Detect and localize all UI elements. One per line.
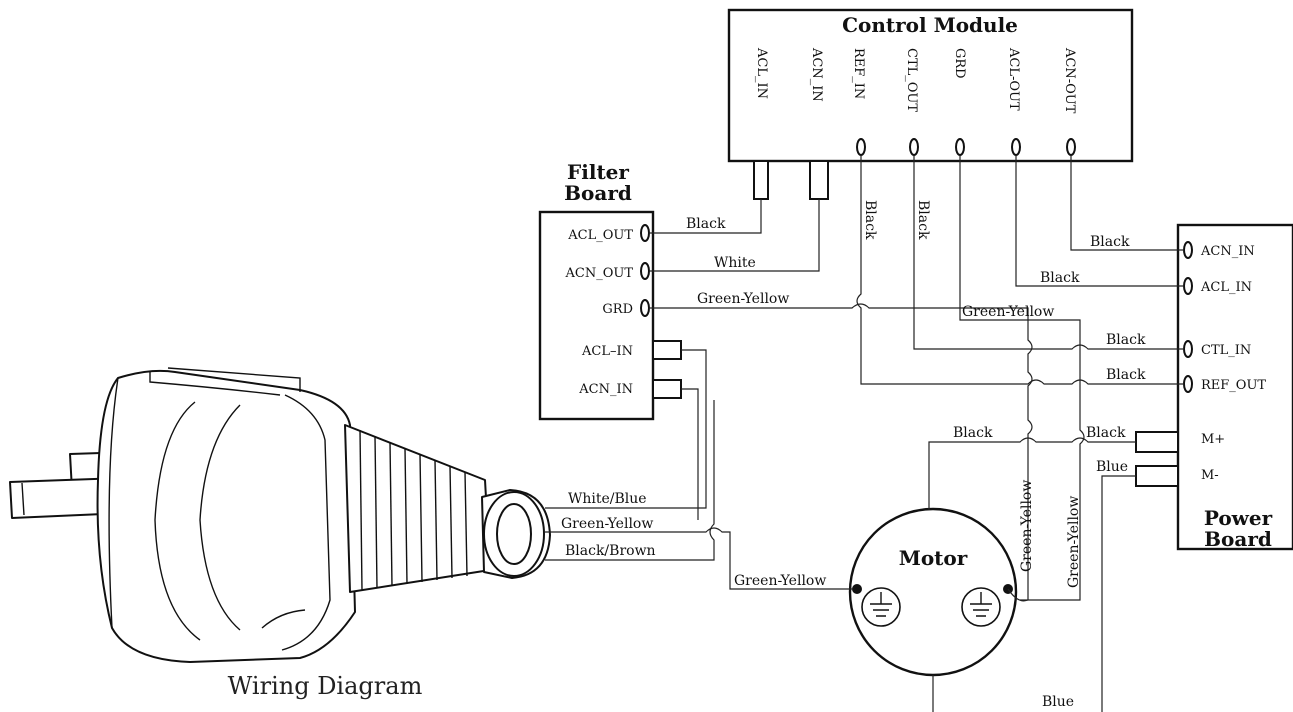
control-module-title: Control Module [842,13,1018,37]
label-grd-green-yellow: Green-Yellow [962,304,1054,320]
cm-pin-grd: GRD [952,48,967,79]
motor: Motor [848,507,1018,677]
pb-pin-m-plus: M+ [1201,432,1225,447]
fb-connector-acn-in [652,379,682,399]
label-mplus-black: Black [1086,425,1126,441]
diagram-caption: Wiring Diagram [228,672,423,700]
power-board-title-line2: Board [1204,527,1272,551]
filter-board-title-line1: Filter [567,160,629,184]
fb-connector-acl-in [652,340,682,360]
pb-pin-acl-in: ACL_IN [1200,280,1252,295]
cm-pin-acn-in: ACN_IN [809,47,824,102]
pb-connector-m-plus [1135,431,1179,453]
filter-board: Filter Board ACL_OUT ACN_OUT GRD ACL–IN … [538,160,682,421]
pb-pin-ctl-in: CTL_IN [1201,343,1251,358]
label-vertical-green-yellow-2: Green-Yellow [1066,496,1082,588]
pb-connector-m-minus [1135,465,1179,487]
fb-pin-acn-in: ACN_IN [578,382,633,397]
pb-pin-m-minus: M- [1201,468,1219,483]
fb-terminal-grd [640,299,650,317]
pb-pin-acn-in: ACN_IN [1200,244,1255,259]
cm-pin-acn-out: ACN-OUT [1062,47,1077,114]
label-ref-black: Black [862,200,878,240]
motor-title: Motor [899,546,968,570]
ground-icon [861,587,901,627]
label-filter-acl-black: Black [686,216,726,232]
fb-pin-grd: GRD [602,302,633,317]
label-acl-black: Black [1040,270,1080,286]
label-ref-out-black: Black [1106,367,1146,383]
label-filter-grd: Green-Yellow [697,291,789,307]
plug-icon [9,367,551,663]
cm-terminal-ref-in [856,138,866,156]
cm-pin-ctl-out: CTL_OUT [904,48,919,112]
fb-pin-acl-in: ACL–IN [581,344,633,359]
wires [545,155,1184,712]
motor-terminal-left [852,584,862,594]
fb-pin-acn-out: ACN_OUT [565,266,634,281]
cm-connector-acn-in [809,160,829,200]
label-motor-black: Black [953,425,993,441]
cm-connector-acl-in [753,160,769,200]
label-bottom-blue: Blue [1042,694,1074,710]
wire-labels: Black White Green-Yellow Black Black Bla… [561,200,1146,710]
fb-terminal-acl-out [640,224,650,242]
label-motor-green-yellow: Green-Yellow [734,573,826,589]
fb-terminal-acn-out [640,262,650,280]
label-filter-acn-white: White [714,255,756,271]
label-ctl-black: Black [915,200,931,240]
cm-terminal-acn-out [1066,138,1076,156]
cm-terminal-ctl-out [909,138,919,156]
fb-pin-acl-out: ACL_OUT [567,228,633,243]
label-acn-black: Black [1090,234,1130,250]
ground-icon [961,587,1001,627]
control-module: Control Module ACL_IN ACN_IN REF_IN CTL_… [727,8,1134,200]
label-plug-white-blue: White/Blue [568,491,647,507]
label-vertical-green-yellow-1: Green-Yellow [1019,480,1035,572]
cm-pin-acl-out: ACL-OUT [1006,47,1021,111]
label-plug-black-brown: Black/Brown [565,543,656,559]
pb-pin-ref-out: REF_OUT [1201,378,1266,393]
pb-terminal-ref-out [1183,375,1193,393]
cm-terminal-grd [955,138,965,156]
cm-terminal-acl-out [1011,138,1021,156]
label-plug-green-yellow: Green-Yellow [561,516,653,532]
power-board-title-line1: Power [1204,506,1273,530]
label-ctl-in-black: Black [1106,332,1146,348]
cm-pin-acl-in: ACL_IN [754,47,769,99]
pb-terminal-acl-in [1183,277,1193,295]
label-mminus-blue: Blue [1096,459,1128,475]
power-board: ACN_IN ACL_IN CTL_IN REF_OUT M+ M- Power… [1135,223,1293,551]
pb-terminal-acn-in [1183,241,1193,259]
cm-pin-ref-in: REF_IN [851,48,866,99]
pb-terminal-ctl-in [1183,340,1193,358]
filter-board-title-line2: Board [564,181,632,205]
